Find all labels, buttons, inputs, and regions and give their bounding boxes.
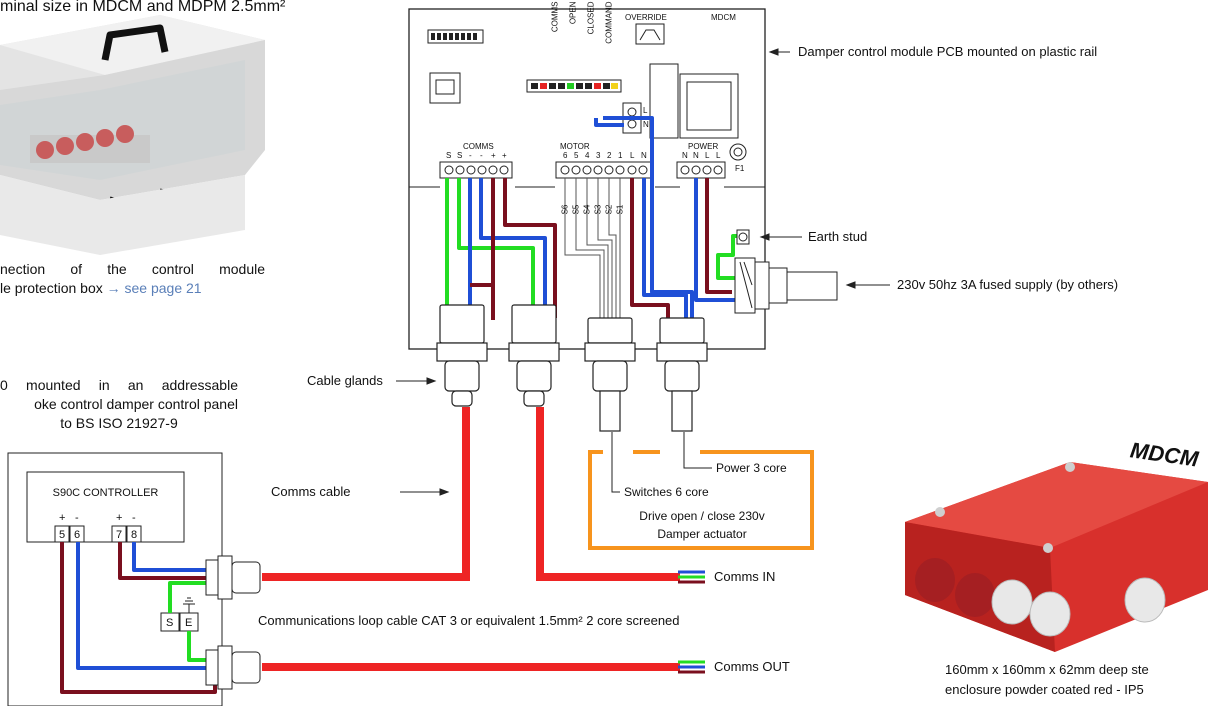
module-label: MDCM [711,13,736,22]
comms-pin-label: - [480,151,483,160]
motor-pin-label: 3 [596,151,601,160]
controller-terminal: 5 [59,529,66,541]
led-label-closed: CLOSED [586,1,596,35]
motor-pin-label: 5 [574,151,579,160]
controller-glands [205,555,261,690]
power-block-label: POWER [688,142,719,151]
pcb-callout: Damper control module PCB mounted on pla… [798,44,1098,59]
controller-polarity: - [75,512,79,524]
enclosure-caption-2: enclosure powder coated red - IP5 [945,682,1144,697]
power-pin-label: L [716,151,721,160]
controller-title: S90C CONTROLLER [52,487,159,499]
comms-cable-callout: Comms cable [271,484,351,499]
mdcm-enclosure-photo [905,462,1208,652]
comms-block-label: COMMS [463,142,494,151]
drive-label-1: Drive open / close 230v [639,509,765,523]
led-label-comms: COMMS [550,1,560,33]
controller-polarity: + [59,512,66,524]
switch-wire-label: S2 [604,204,614,215]
see-page-link[interactable]: → see page 21 [106,280,202,296]
enclosure-caption-1: 160mm x 160mm x 62mm deep ste [945,662,1149,677]
protection-box-photo [0,15,265,255]
motor-pin-label: 1 [618,151,623,160]
power-core-label: Power 3 core [716,461,787,475]
controller-terminal: 7 [116,529,123,541]
se-label-s: S [166,617,174,629]
protection-box-caption: nection of the control module le protect… [0,260,265,298]
caption-line-2: le protection box [0,280,103,296]
controller-terminal: 8 [131,529,138,541]
controller-terminal: 6 [74,529,81,541]
switch-wire-label: S3 [593,204,603,215]
led-label-command: COMMAND [604,1,614,44]
se-label-e: E [185,617,193,629]
controller-caption-line-3: to BS ISO 21927-9 [60,415,178,431]
controller-panel [7,452,223,706]
lin-label-l: L [643,106,648,115]
switch-wire-label: S5 [571,204,581,215]
comms-pin-label: S [446,151,452,160]
motor-pin-label: N [641,151,647,160]
supply-gland [734,257,838,314]
earth-stud-callout: Earth stud [808,229,868,244]
power-pin-label: L [705,151,710,160]
motor-pin-label: 6 [563,151,568,160]
earth-stud [736,229,750,245]
comms-pin-label: - [469,151,472,160]
controller-polarity: + [116,512,123,524]
motor-pin-label: 4 [585,151,590,160]
comms-pin-label: + [502,151,507,160]
comms-pin-label: S [457,151,463,160]
supply-callout: 230v 50hz 3A fused supply (by others) [897,277,1119,292]
led-label-open: OPEN [568,1,578,25]
drive-label-2: Damper actuator [657,527,747,541]
comms-pin-label: + [491,151,496,160]
power-pin-label: N [693,151,699,160]
switch-wires [564,178,621,318]
override-label: OVERRIDE [625,13,667,22]
switch-wire-label: S4 [582,204,592,215]
lin-label-n: N [643,120,649,129]
comms-in-label: Comms IN [714,569,776,584]
comms-cables [262,407,680,671]
switch-wire-label: S1 [615,204,625,215]
fuse-label: F1 [735,164,745,173]
callout-arrows [396,48,890,496]
controller-caption-line-2: oke control damper control panel [34,396,238,412]
motor-block-label: MOTOR [560,142,590,151]
controller-caption-line-1: 0 mounted in an addressable [0,377,238,393]
cable-glands-callout: Cable glands [307,373,383,388]
loop-cable-label: Communications loop cable CAT 3 or equiv… [258,613,680,628]
header-text: minal size in MDCM and MDPM 2.5mm² [0,0,286,15]
switch-wire-label: S6 [560,204,570,215]
switches-core-label: Switches 6 core [624,485,709,499]
caption-line-1: nection of the control module [0,261,265,277]
actuator-box [588,450,814,550]
controller-polarity: - [132,512,136,524]
power-pin-label: N [682,151,688,160]
motor-pin-label: L [630,151,635,160]
controller-caption: 0 mounted in an addressable oke control … [0,376,238,433]
comms-cable-ends [678,570,705,674]
comms-out-label: Comms OUT [714,659,790,674]
cable-glands [436,304,708,432]
motor-pin-label: 2 [607,151,612,160]
